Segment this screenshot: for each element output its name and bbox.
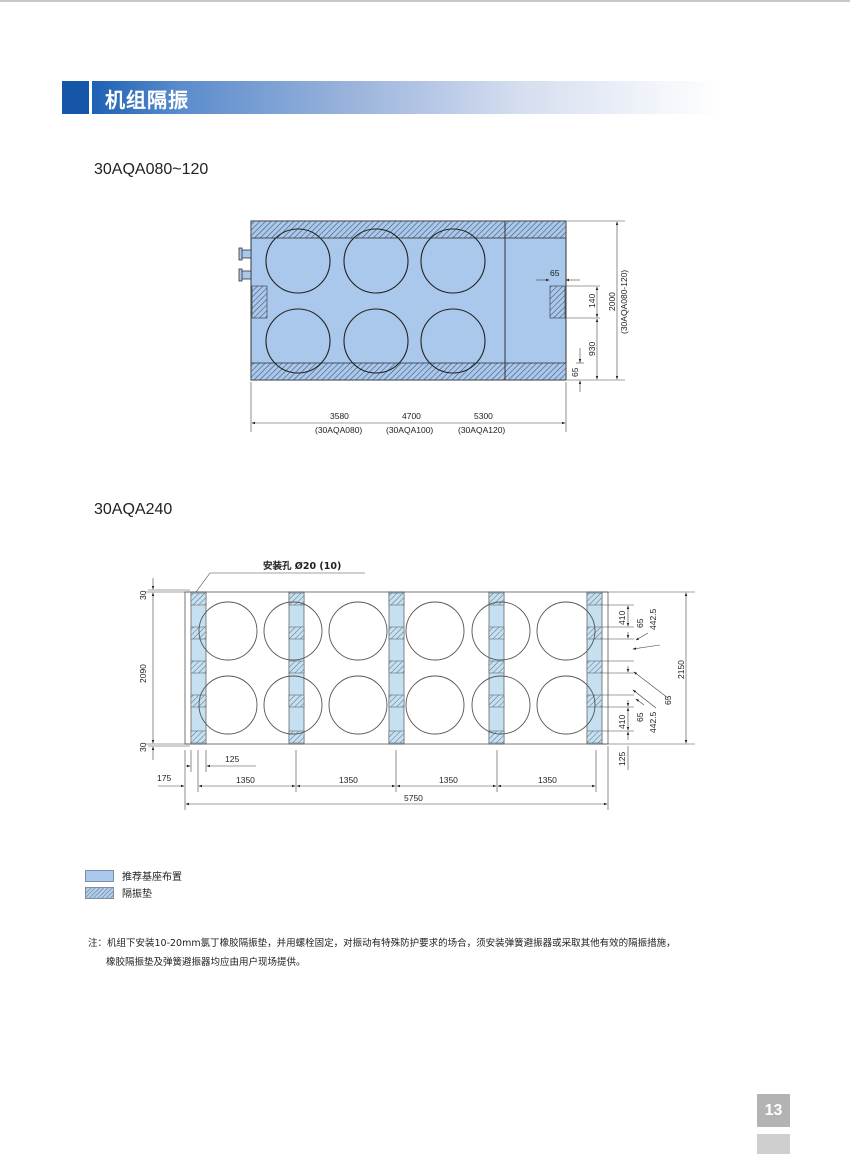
dim-2090: 2090	[138, 664, 148, 683]
section-banner: 机组隔振	[62, 81, 722, 114]
dim-30-top: 30	[138, 590, 148, 600]
page-tab	[757, 1134, 790, 1154]
banner-divider	[89, 81, 92, 114]
pipe-connector	[240, 270, 252, 280]
dim-3580: 3580	[330, 411, 349, 421]
legend-label-pad: 隔振垫	[122, 889, 152, 900]
dim-4700-model: (30AQA100)	[386, 425, 433, 435]
banner-accent	[62, 81, 89, 114]
base-swatch-icon	[85, 869, 114, 882]
section-title: 机组隔振	[105, 88, 189, 112]
legend: 推荐基座布置 隔振垫	[85, 868, 182, 902]
footnote-line-2: 橡胶隔振垫及弹簧避振器均应由用户现场提供。	[106, 957, 306, 968]
dim-1350-1: 1350	[236, 775, 255, 785]
hole-label: 安装孔 Ø20 (10)	[263, 560, 341, 572]
dim-1350-3: 1350	[439, 775, 458, 785]
pad-top	[250, 220, 567, 239]
pad-right	[549, 285, 566, 319]
dim-65-top: 65	[635, 618, 645, 628]
dim-65-bottom: 65	[570, 367, 580, 377]
dim-3580-model: (30AQA080)	[315, 425, 362, 435]
dim-2000-note: (30AQA080-120)	[619, 270, 629, 334]
top-rule	[0, 0, 850, 2]
pad-left	[251, 285, 268, 319]
dim-410-top: 410	[617, 611, 627, 625]
legend-item-base: 推荐基座布置	[85, 868, 182, 883]
diagram2-model-label: 30AQA240	[94, 501, 173, 518]
dim-65-bottom: 65	[635, 712, 645, 722]
dim-4425-bottom: 442.5	[648, 711, 658, 733]
dim-125: 125	[225, 754, 239, 764]
dim-5300: 5300	[474, 411, 493, 421]
pipe-connector	[240, 249, 252, 259]
page-number: 13	[757, 1094, 790, 1127]
pad-bottom	[250, 362, 567, 381]
hatch-swatch-icon	[85, 886, 114, 899]
dim-125-right: 125	[617, 752, 627, 766]
dim-30-bottom: 30	[138, 742, 148, 752]
fan-circles	[198, 601, 596, 735]
dim-175: 175	[157, 773, 171, 783]
dim-5300-model: (30AQA120)	[458, 425, 505, 435]
legend-label-base: 推荐基座布置	[122, 872, 182, 883]
dim-140: 140	[587, 294, 597, 308]
dim-4425-top: 442.5	[648, 608, 658, 630]
fan-circles	[265, 228, 486, 374]
dim-65: 65	[550, 268, 560, 278]
dim-930: 930	[587, 342, 597, 356]
dim-1350-4: 1350	[538, 775, 557, 785]
diagram1-model-label: 30AQA080~120	[94, 161, 209, 178]
dim-2150: 2150	[676, 660, 686, 679]
footnote: 注：机组下安装10-20mm氯丁橡胶隔振垫，并用螺栓固定，对振动有特殊防护要求的…	[88, 934, 728, 972]
dim-1350-2: 1350	[339, 775, 358, 785]
legend-item-pad: 隔振垫	[85, 885, 182, 900]
diagram1: 65 140 930 65 2000 (30AQA080-120) 3580 4…	[238, 220, 629, 435]
unit-base	[250, 220, 567, 381]
dim-410-bottom: 410	[617, 715, 627, 729]
dim-65-mid: 65	[663, 695, 673, 705]
dim-4700: 4700	[402, 411, 421, 421]
diagram2: 安装孔 Ø20 (10) 30 2090 30	[138, 560, 695, 810]
footnote-line-1: 注：机组下安装10-20mm氯丁橡胶隔振垫，并用螺栓固定，对振动有特殊防护要求的…	[88, 938, 676, 949]
dim-2000: 2000	[607, 292, 617, 311]
dim-5750: 5750	[404, 793, 423, 803]
